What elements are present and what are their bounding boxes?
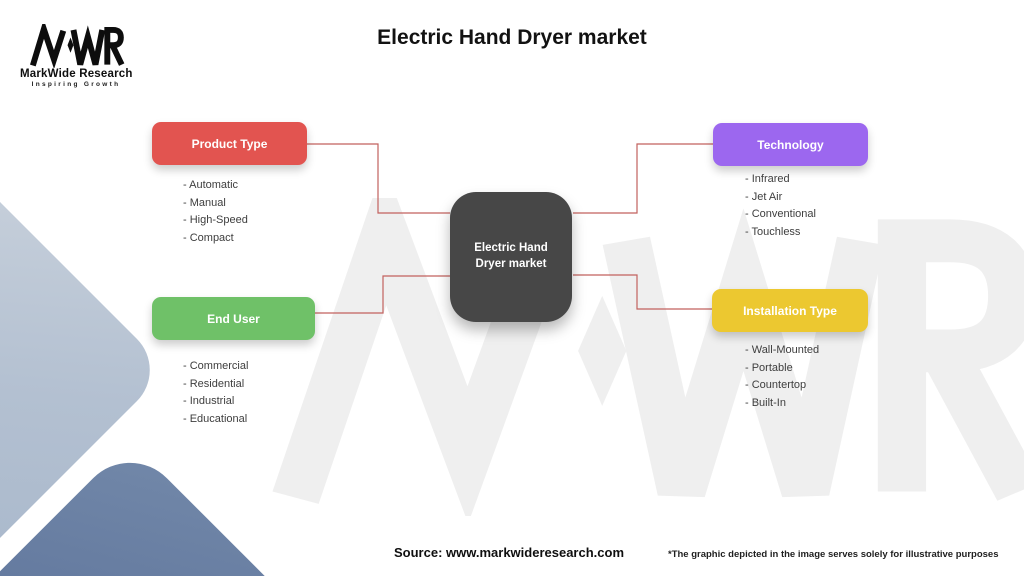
list-item: - Portable (745, 361, 793, 374)
connector-installation-type (573, 274, 712, 310)
logo-tagline-text: Inspiring Growth (31, 81, 121, 88)
list-item: - Commercial (183, 360, 249, 372)
category-list-end-user: - Commercial - Residential - Industrial … (183, 358, 248, 428)
list-item: - Educational (183, 412, 248, 425)
disclaimer-text: *The graphic depicted in the image serve… (668, 549, 999, 560)
list-item: - Residential (183, 377, 245, 390)
center-node-label: Electric Hand Dryer market (474, 242, 548, 270)
logo-brand-text: MarkWide Research (20, 68, 133, 80)
list-item: - Automatic (183, 179, 239, 191)
category-list-technology: - Infrared - Jet Air - Conventional - To… (745, 171, 816, 241)
list-item: - Wall-Mounted (745, 344, 820, 356)
category-box-installation-type: Installation Type (712, 289, 868, 332)
list-item: - Compact (183, 231, 234, 244)
list-item: - Infrared (745, 173, 790, 185)
source-text: Source: www.markwideresearch.com (394, 545, 625, 560)
category-box-product-type: Product Type (152, 122, 307, 165)
connector-product-type (307, 143, 450, 214)
list-item: - Manual (183, 196, 226, 209)
list-item: - Jet Air (745, 190, 783, 203)
page-title: Electric Hand Dryer market (377, 26, 647, 49)
list-item: - Industrial (183, 395, 235, 407)
brand-logo: MarkWide Research Inspiring Growth (20, 24, 132, 88)
list-item: - Countertop (745, 379, 807, 391)
list-item: - Touchless (745, 225, 801, 238)
category-box-end-user: End User (152, 297, 315, 340)
list-item: - High-Speed (183, 214, 248, 226)
center-node: Electric Hand Dryer market (450, 192, 572, 322)
list-item: - Conventional (745, 208, 816, 220)
list-item: - Built-In (745, 396, 786, 409)
category-box-technology: Technology (713, 123, 868, 166)
connector-technology (573, 143, 713, 214)
category-list-product-type: - Automatic - Manual - High-Speed - Comp… (183, 177, 248, 247)
connector-end-user (315, 275, 450, 314)
category-list-installation-type: - Wall-Mounted - Portable - Countertop -… (745, 342, 819, 412)
